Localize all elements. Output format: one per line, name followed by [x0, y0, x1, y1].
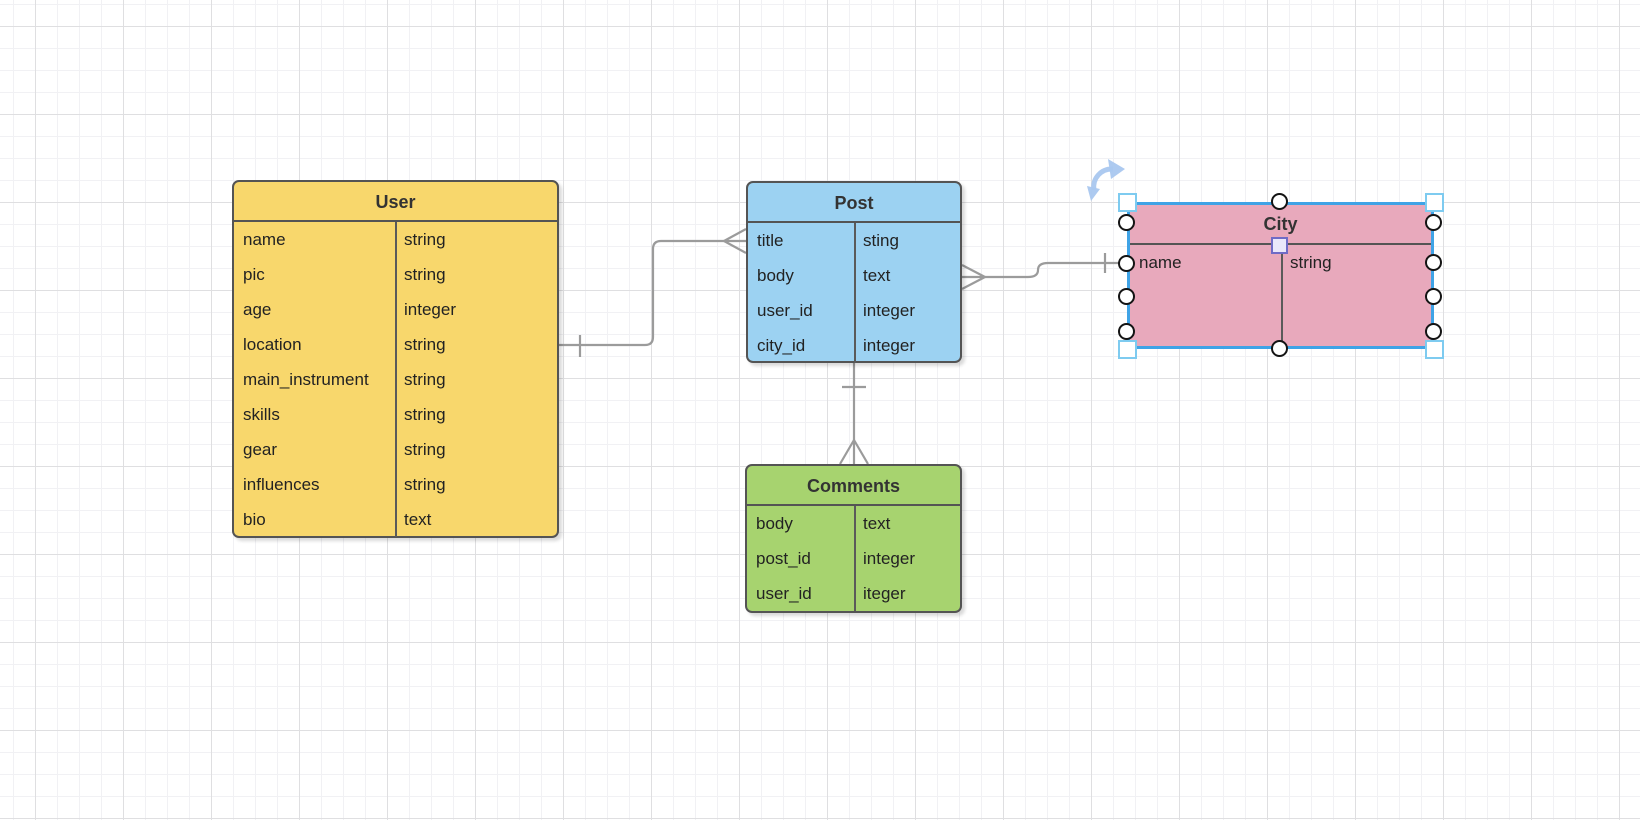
resize-handle-top-right[interactable]	[1425, 193, 1444, 212]
field-name: body	[757, 265, 794, 285]
field-type: sting	[863, 230, 899, 250]
field-type: integer	[863, 548, 915, 568]
entity-city-body: name string	[1130, 245, 1431, 346]
connection-point-left-1[interactable]	[1118, 214, 1135, 231]
table-row[interactable]: gear string	[234, 432, 557, 467]
table-row[interactable]: body text	[748, 258, 960, 293]
table-row[interactable]: skills string	[234, 397, 557, 432]
entity-comments-title[interactable]: Comments	[747, 466, 960, 506]
field-name: skills	[243, 404, 280, 424]
field-name: user_id	[757, 300, 813, 320]
table-row[interactable]: pic string	[234, 257, 557, 292]
entity-user-body: name string pic string age integer locat…	[234, 222, 557, 537]
table-row[interactable]: city_id integer	[748, 328, 960, 363]
connection-point-left-4[interactable]	[1118, 323, 1135, 340]
field-type: string	[404, 334, 446, 354]
entity-post[interactable]: Post title sting body text user_id integ…	[746, 181, 962, 363]
field-type: string	[404, 229, 446, 249]
field-name: location	[243, 334, 302, 354]
crowfoot-many-icon	[839, 439, 869, 465]
entity-comments[interactable]: Comments body text post_id integer user_…	[745, 464, 962, 613]
column-divider	[1281, 245, 1283, 346]
field-type: text	[863, 265, 891, 285]
column-divider	[854, 506, 856, 611]
field-name: body	[756, 513, 793, 533]
table-row[interactable]: user_id integer	[748, 293, 960, 328]
field-name: gear	[243, 439, 278, 459]
column-divider	[854, 223, 856, 363]
entity-post-title[interactable]: Post	[748, 183, 960, 223]
entity-user[interactable]: User name string pic string age integer …	[232, 180, 559, 538]
resize-handle-top-left[interactable]	[1118, 193, 1137, 212]
field-type: integer	[863, 335, 915, 355]
field-type: text	[404, 509, 432, 529]
connection-point-right-1[interactable]	[1425, 214, 1442, 231]
table-row[interactable]: user_id iteger	[747, 576, 960, 611]
crowfoot-many-icon	[723, 228, 747, 254]
table-row[interactable]: influences string	[234, 467, 557, 502]
field-name: city_id	[757, 335, 806, 355]
edge-user-post[interactable]	[559, 228, 747, 357]
connection-point-bottom[interactable]	[1271, 340, 1288, 357]
field-name: bio	[243, 509, 266, 529]
field-type: integer	[863, 300, 915, 320]
table-row[interactable]: location string	[234, 327, 557, 362]
entity-user-title[interactable]: User	[234, 182, 557, 222]
connection-point-top[interactable]	[1271, 193, 1288, 210]
field-name: post_id	[756, 548, 811, 568]
table-row[interactable]: main_instrument string	[234, 362, 557, 397]
field-type: integer	[404, 299, 456, 319]
field-name: name	[243, 229, 286, 249]
field-name: pic	[243, 264, 265, 284]
connection-point-right-4[interactable]	[1425, 323, 1442, 340]
field-type: string	[404, 439, 446, 459]
field-type: string	[404, 404, 446, 424]
field-type: string	[404, 474, 446, 494]
connection-point-right-3[interactable]	[1425, 288, 1442, 305]
table-row[interactable]: name string	[234, 222, 557, 257]
field-name: user_id	[756, 583, 812, 603]
connection-point-right-2[interactable]	[1425, 254, 1442, 271]
rotate-handle-icon[interactable]	[1085, 156, 1127, 202]
field-type: string	[404, 369, 446, 389]
table-row[interactable]: title sting	[748, 223, 960, 258]
table-row[interactable]: post_id integer	[747, 541, 960, 576]
field-name: influences	[243, 474, 320, 494]
entity-city[interactable]: City name string	[1127, 202, 1434, 349]
field-name: age	[243, 299, 272, 319]
edge-post-city[interactable]	[961, 253, 1127, 290]
table-row[interactable]: body text	[747, 506, 960, 541]
field-name: main_instrument	[243, 369, 369, 389]
edge-post-comments[interactable]	[839, 363, 869, 465]
crowfoot-many-icon	[961, 264, 986, 290]
table-row[interactable]: name string	[1130, 245, 1431, 280]
entity-comments-body: body text post_id integer user_id iteger	[747, 506, 960, 611]
resize-handle-bottom-left[interactable]	[1118, 340, 1137, 359]
field-type: iteger	[863, 583, 906, 603]
column-divider	[395, 222, 397, 537]
field-type: string	[1290, 252, 1332, 272]
connection-point-left-3[interactable]	[1118, 288, 1135, 305]
connection-point-left-2[interactable]	[1118, 255, 1135, 272]
table-row[interactable]: bio text	[234, 502, 557, 537]
column-resize-handle[interactable]	[1271, 237, 1288, 254]
field-type: text	[863, 513, 891, 533]
resize-handle-bottom-right[interactable]	[1425, 340, 1444, 359]
field-name: name	[1139, 252, 1182, 272]
table-row[interactable]: age integer	[234, 292, 557, 327]
field-type: string	[404, 264, 446, 284]
field-name: title	[757, 230, 784, 250]
entity-post-body: title sting body text user_id integer ci…	[748, 223, 960, 363]
